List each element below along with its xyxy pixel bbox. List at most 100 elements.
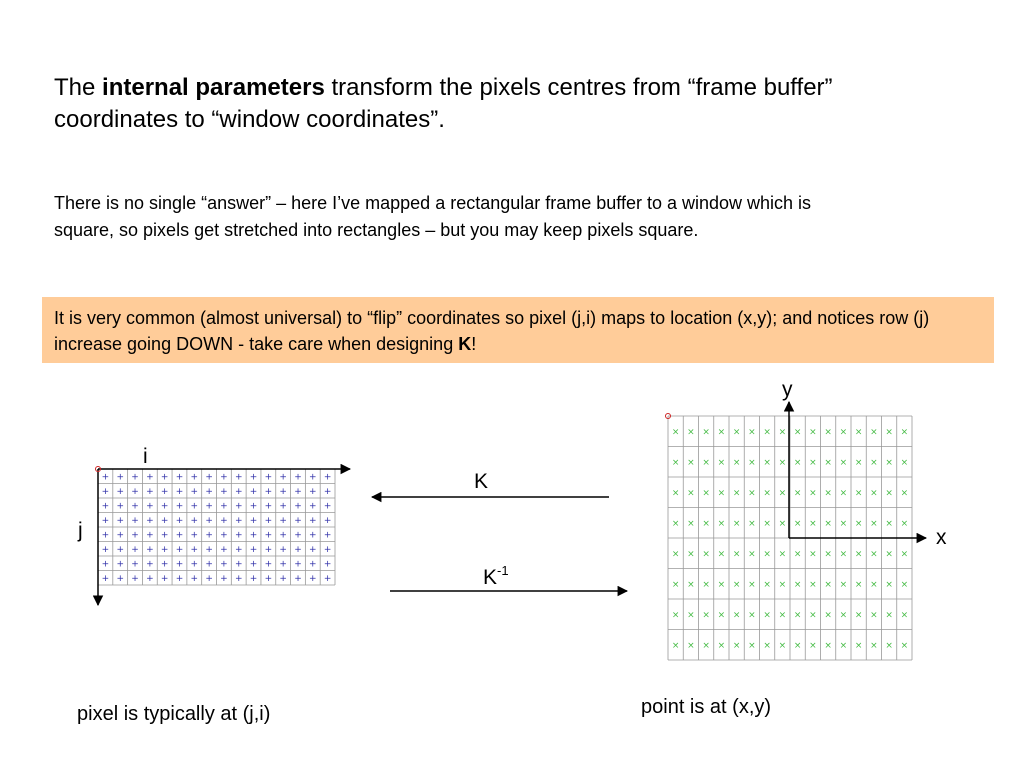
grid-marker: × xyxy=(718,488,726,498)
grid-marker: + xyxy=(235,574,243,584)
grid-marker: × xyxy=(855,427,863,437)
grid-marker: × xyxy=(870,427,878,437)
grid-marker: × xyxy=(779,458,787,468)
grid-marker: + xyxy=(191,559,199,569)
grid-marker: + xyxy=(220,487,228,497)
grid-marker: × xyxy=(718,610,726,620)
window-caption: point is at (x,y) xyxy=(641,696,771,718)
grid-marker: + xyxy=(220,559,228,569)
grid-marker: + xyxy=(235,487,243,497)
grid-marker: × xyxy=(885,519,893,529)
grid-marker: × xyxy=(794,641,802,651)
note-bold-k: K xyxy=(458,334,472,354)
grid-marker: + xyxy=(294,487,302,497)
grid-marker: + xyxy=(235,501,243,511)
grid-marker: × xyxy=(733,549,741,559)
grid-marker: × xyxy=(763,641,771,651)
grid-marker: + xyxy=(294,559,302,569)
grid-marker: × xyxy=(687,519,695,529)
grid-marker: + xyxy=(250,545,258,555)
grid-marker: × xyxy=(840,549,848,559)
grid-marker: + xyxy=(191,545,199,555)
grid-marker: × xyxy=(779,641,787,651)
grid-marker: × xyxy=(870,458,878,468)
grid-marker: + xyxy=(116,472,124,482)
grid-marker: × xyxy=(824,549,832,559)
grid-marker: × xyxy=(687,427,695,437)
grid-marker: × xyxy=(718,427,726,437)
window-point-markers: × × × × × × × × × × × × × × × × × × × × × × × × × × × × × × × × × × × × × × × ×… xyxy=(672,427,908,651)
grid-marker: × xyxy=(718,641,726,651)
label-k-inverse-superscript: -1 xyxy=(497,563,509,578)
grid-marker: + xyxy=(324,501,332,511)
grid-marker: + xyxy=(102,559,110,569)
grid-marker: × xyxy=(855,519,863,529)
grid-marker: + xyxy=(250,501,258,511)
grid-marker: × xyxy=(901,519,909,529)
grid-marker: + xyxy=(146,501,154,511)
grid-marker: × xyxy=(901,458,909,468)
grid-marker: + xyxy=(250,516,258,526)
grid-marker: × xyxy=(702,488,710,498)
grid-marker: + xyxy=(309,559,317,569)
grid-marker: + xyxy=(176,559,184,569)
grid-marker: × xyxy=(885,458,893,468)
window-grid xyxy=(667,415,913,661)
grid-marker: × xyxy=(733,519,741,529)
grid-marker: × xyxy=(733,458,741,468)
grid-marker: × xyxy=(840,427,848,437)
grid-marker: × xyxy=(748,610,756,620)
grid-marker: × xyxy=(794,549,802,559)
label-k-inverse-base: K xyxy=(483,566,497,589)
grid-marker: × xyxy=(855,610,863,620)
grid-marker: + xyxy=(161,472,169,482)
grid-marker: × xyxy=(840,610,848,620)
grid-marker: + xyxy=(116,559,124,569)
grid-marker: × xyxy=(702,610,710,620)
grid-marker: × xyxy=(733,641,741,651)
grid-marker: + xyxy=(250,487,258,497)
grid-marker: + xyxy=(205,516,213,526)
grid-marker: × xyxy=(672,488,680,498)
grid-marker: + xyxy=(131,559,139,569)
grid-marker: + xyxy=(205,530,213,540)
grid-marker: + xyxy=(102,487,110,497)
grid-marker: × xyxy=(779,519,787,529)
grid-marker: + xyxy=(294,574,302,584)
grid-marker: + xyxy=(220,574,228,584)
grid-marker: + xyxy=(191,501,199,511)
grid-marker: + xyxy=(250,574,258,584)
grid-marker: + xyxy=(220,545,228,555)
grid-marker: + xyxy=(102,501,110,511)
grid-marker: + xyxy=(161,516,169,526)
grid-marker: × xyxy=(718,580,726,590)
grid-marker: + xyxy=(146,530,154,540)
grid-marker: + xyxy=(279,530,287,540)
grid-marker: + xyxy=(279,574,287,584)
grid-marker: × xyxy=(702,427,710,437)
label-y: y xyxy=(782,378,793,401)
label-k-inverse: K-1 xyxy=(483,563,509,589)
grid-marker: + xyxy=(324,516,332,526)
grid-marker: + xyxy=(265,530,273,540)
grid-marker: + xyxy=(265,487,273,497)
grid-marker: + xyxy=(265,574,273,584)
grid-marker: × xyxy=(794,519,802,529)
grid-marker: + xyxy=(294,472,302,482)
grid-marker: + xyxy=(176,501,184,511)
grid-marker: + xyxy=(220,501,228,511)
explanation-paragraph: There is no single “answer” – here I’ve … xyxy=(54,193,812,240)
grid-marker: × xyxy=(748,519,756,529)
grid-marker: × xyxy=(748,580,756,590)
grid-marker: × xyxy=(840,641,848,651)
grid-marker: × xyxy=(794,488,802,498)
grid-marker: + xyxy=(324,487,332,497)
grid-marker: × xyxy=(763,580,771,590)
grid-marker: + xyxy=(131,516,139,526)
grid-marker: + xyxy=(279,472,287,482)
grid-marker: + xyxy=(279,501,287,511)
grid-marker: + xyxy=(265,516,273,526)
grid-marker: × xyxy=(901,427,909,437)
grid-marker: × xyxy=(901,641,909,651)
grid-marker: × xyxy=(840,580,848,590)
